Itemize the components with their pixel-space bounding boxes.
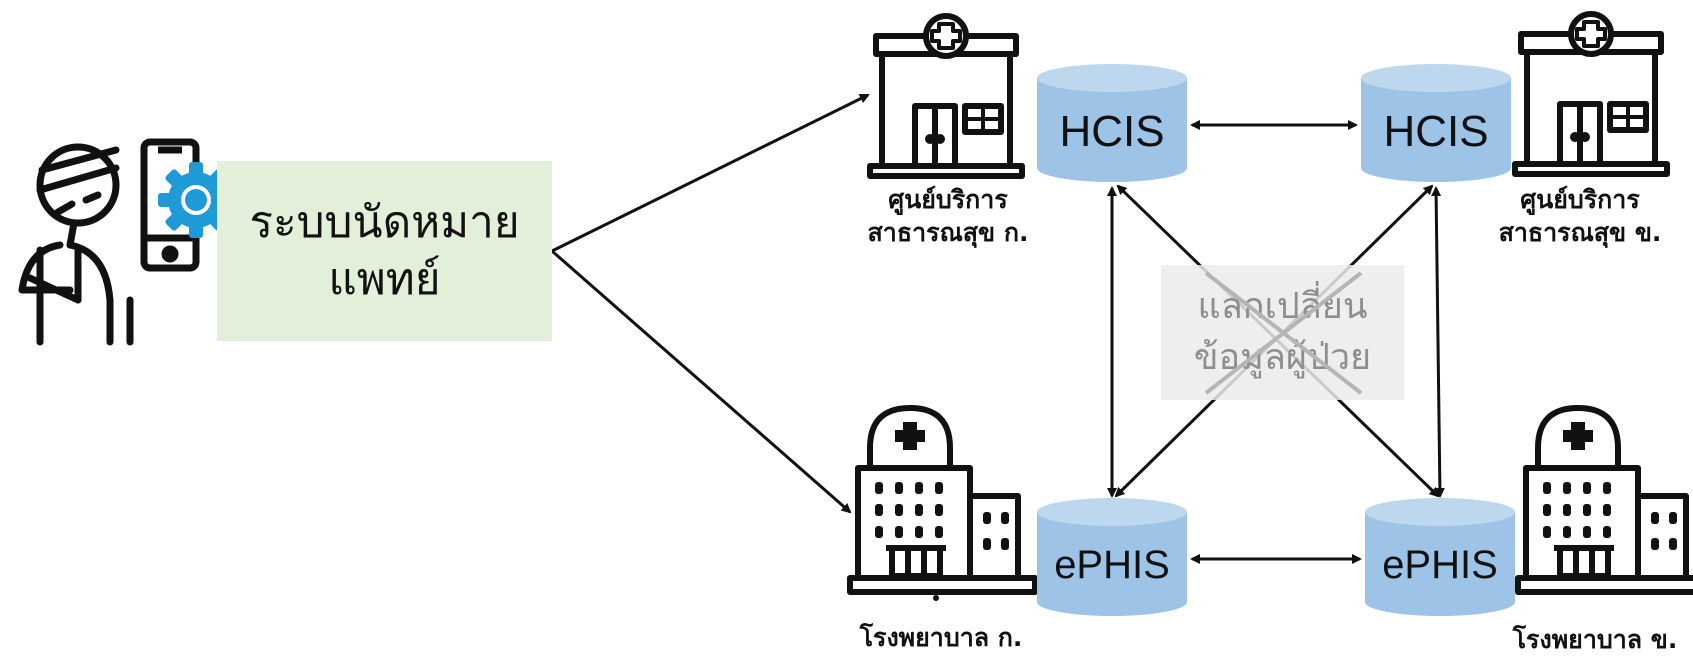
arrow-hcis-b-ephis-b	[1431, 186, 1445, 498]
clinic-a-label-line2: สาธารณสุข ก.	[867, 217, 1029, 247]
data-exchange-line1: แลกเปลี่ยน	[1197, 286, 1368, 328]
appointment-system-box: ระบบนัดหมาย แพทย์	[217, 161, 552, 341]
hospital-b-label: โรงพยาบาล ข.	[1500, 624, 1690, 658]
db-label-ephis-b: ePHIS	[1382, 543, 1498, 587]
clinic-a-label-line1: ศูนย์บริการ	[888, 185, 1008, 214]
database-icon	[1037, 64, 1187, 182]
gear-icon	[158, 162, 234, 238]
appointment-system-line1: ระบบนัดหมาย	[249, 196, 520, 248]
clinic-a-label: ศูนย์บริการ สาธารณสุข ก.	[858, 184, 1038, 249]
arrow-to-clinic-a	[551, 93, 870, 253]
clinic-building-icon	[1512, 11, 1670, 177]
clinic-building-icon	[867, 13, 1025, 179]
data-exchange-box: แลกเปลี่ยน ข้อมูลผู้ป่วย	[1161, 265, 1404, 400]
clinic-b-label: ศูนย์บริการ สาธารณสุข ข.	[1480, 184, 1680, 249]
db-label-hcis-a: HCIS	[1059, 107, 1164, 156]
arrow-to-hospital-a	[551, 249, 852, 514]
clinic-b-label-line2: สาธารณสุข ข.	[1498, 217, 1662, 247]
data-exchange-line2: ข้อมูลผู้ป่วย	[1193, 336, 1372, 378]
hospital-building-icon	[1515, 405, 1693, 595]
database-icon	[1037, 498, 1187, 616]
appointment-system-line2: แพทย์	[328, 254, 441, 305]
patient-icon	[18, 143, 134, 346]
hospital-a-label: โรงพยาบาล ก.	[836, 622, 1046, 655]
hospital-b-label-line1: โรงพยาบาล ข.	[1512, 625, 1678, 654]
hospital-a-label-line1: โรงพยาบาล ก.	[859, 623, 1023, 652]
cross-out-mark	[1204, 271, 1363, 395]
hospital-building-icon	[847, 405, 1038, 601]
db-label-ephis-a: ePHIS	[1054, 543, 1170, 587]
database-icon	[1365, 498, 1515, 616]
database-icon	[1361, 64, 1511, 182]
clinic-b-label-line1: ศูนย์บริการ	[1520, 185, 1640, 214]
db-label-hcis-b: HCIS	[1383, 107, 1488, 156]
